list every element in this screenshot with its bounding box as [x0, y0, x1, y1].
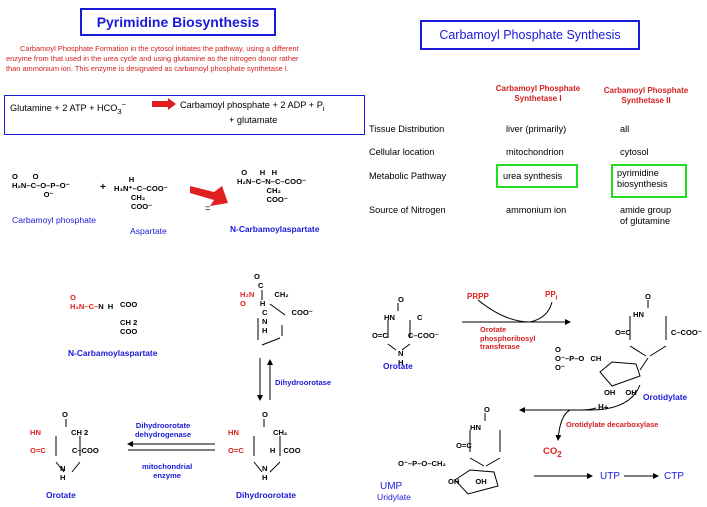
opt-enzyme-label: Orotate phosphoribosyl transferase — [480, 325, 536, 351]
equation-left-sup: − — [121, 100, 127, 109]
dihydroorotate-label: Dihydroorotate — [236, 490, 297, 500]
title-pyrimidine: Pyrimidine Biosynthesis — [80, 8, 276, 36]
table-cell: mitochondrion — [506, 147, 564, 157]
aspartate-label: Aspartate — [130, 226, 167, 236]
ppi-label: PPi — [545, 290, 558, 302]
table-cell: pyrimidine biosynthesis — [617, 168, 668, 189]
co2-label: CO2 — [543, 446, 562, 459]
uridylate-label: Uridylate — [377, 492, 411, 502]
plus-sign: + — [100, 182, 106, 193]
table-row-label: Source of Nitrogen — [369, 205, 446, 215]
table-col2-header: Carbamoyl Phosphate Synthetase II — [603, 86, 689, 105]
arrow-co2 — [555, 409, 571, 441]
co2-text: CO — [543, 446, 558, 457]
ring-orotate-bl — [55, 419, 81, 473]
table-col1-header: Carbamoyl Phosphate Synthetase I — [495, 84, 581, 103]
table-cell: urea synthesis — [503, 171, 563, 181]
equation-left-sub: 3 — [117, 106, 122, 116]
title-carbamoyl: Carbamoyl Phosphate Synthesis — [420, 20, 640, 50]
orotidylate-label: Orotidylate — [643, 392, 688, 402]
ump-label: UMP — [380, 481, 403, 492]
n-carbamoylaspartate-label: N-Carbamoylaspartate — [230, 224, 320, 234]
highlight-box-pyrimidine — [611, 164, 687, 198]
aspartate-structure: H H₃N⁺–C–COO⁻ CH₂ COO⁻ — [114, 175, 168, 211]
equation-right-2: + glutamate — [229, 115, 278, 125]
table-row-label: Metabolic Pathway — [369, 171, 447, 181]
table-cell: all — [620, 124, 630, 134]
co2-sub: 2 — [557, 449, 562, 459]
table-cell: ammonium ion — [506, 205, 567, 215]
table-cell: liver (primarily) — [506, 124, 567, 134]
orotate-bl-label: Orotate — [46, 490, 76, 500]
carbamoyl-phosphate-label: Carbamoyl phosphate — [12, 215, 97, 225]
table-cell: amide group of glutamine — [620, 205, 672, 226]
arrow-prpp-curve — [477, 299, 553, 323]
ring-dihydroorotate — [253, 419, 281, 473]
ppi-sub: i — [555, 294, 558, 302]
intro-line-3: than ammonium ion. This enzyme is design… — [6, 64, 289, 73]
table-row-label: Tissue Distribution — [369, 124, 445, 134]
utp-label: UTP — [600, 471, 620, 482]
ctp-label: CTP — [664, 471, 684, 482]
dihydroorotase-label: Dihydroorotase — [275, 378, 332, 387]
ring-ump — [454, 413, 501, 495]
equation-left: Glutamine + 2 ATP + HCO3− — [10, 100, 126, 116]
mito-enzyme-label: mitochondrial enzyme — [142, 462, 193, 480]
arrow-decarboxylase — [519, 384, 641, 413]
reaction-arrow-red — [190, 186, 228, 206]
ring-orotate-br — [387, 303, 411, 351]
equation-box — [4, 95, 365, 135]
highlight-box-urea — [496, 164, 578, 188]
ncasp-bl-label: N-Carbamoylaspartate — [68, 348, 158, 358]
arrow-hplus — [579, 407, 597, 411]
intro-text: Carbamoyl Phosphate Formation in the cyt… — [6, 44, 358, 74]
decarboxylase-label: Orotidylate decarboxylase — [566, 420, 659, 429]
equation-arrow — [152, 98, 176, 110]
table-row-label: Cellular location — [369, 147, 435, 157]
n-carbamoylaspartate-structure: O H H H₂N–C–N–C–COO⁻ CH₂ COO⁻ — [237, 168, 306, 204]
equation-right-sub: i — [322, 103, 325, 113]
dhodh-label: Dihydroorotate dehydrogenase — [135, 421, 192, 439]
equation-right-text: Carbamoyl phosphate + 2 ADP + P — [180, 100, 323, 110]
ring-ncasp-cyclic — [257, 290, 286, 346]
carbamoyl-phosphate-structure: O O H₂N–C–O–P–O⁻ O⁻ — [12, 172, 70, 199]
intro-line-1: Carbamoyl Phosphate Formation in the cyt… — [20, 44, 299, 53]
table-cell: cytosol — [620, 147, 649, 157]
equation-left-text: Glutamine + 2 ATP + HCO — [10, 103, 118, 114]
ring-orotidylate — [599, 300, 667, 387]
prpp-label: PRPP — [467, 292, 489, 301]
equals-sign: = — [205, 203, 211, 213]
equation-right: Carbamoyl phosphate + 2 ADP + Pi — [180, 100, 325, 113]
h-plus-label: H+ — [598, 403, 609, 412]
ppi-text: PP — [545, 290, 556, 299]
intro-line-2: enzyme from that used in the urea cycle … — [6, 54, 299, 63]
orotate-br-label: Orotate — [383, 361, 413, 371]
